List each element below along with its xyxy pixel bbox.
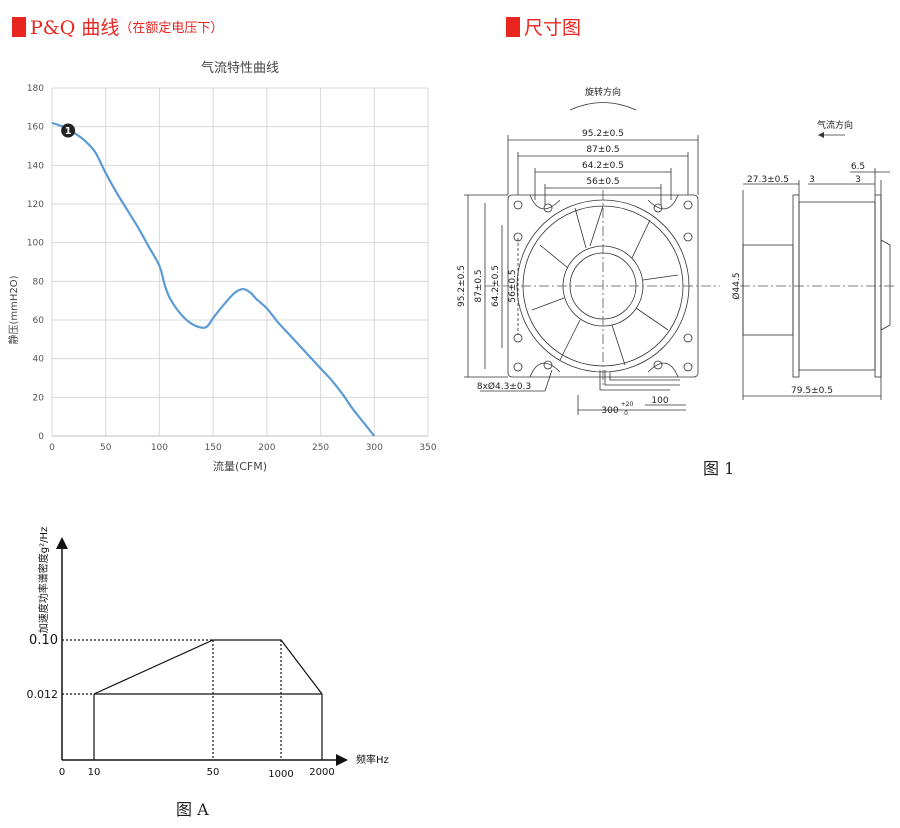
- dim-title: 尺寸图: [524, 17, 582, 39]
- side-dim-length: 79.5±0.5: [791, 386, 833, 396]
- operating-point-marker: 1: [61, 123, 76, 138]
- psd-y-label: 加速度功率谱密度g²/Hz: [37, 527, 50, 634]
- x-tick-label: 100: [151, 443, 168, 453]
- psd-xtick-10: 10: [88, 767, 101, 778]
- x-tick-label: 300: [366, 443, 383, 453]
- y-tick-label: 0: [38, 432, 44, 442]
- side-dim-3b: 3: [855, 175, 861, 185]
- strip-length: 100: [651, 396, 668, 406]
- psd-profile-line: [93, 639, 323, 695]
- side-view-hub: [742, 244, 794, 336]
- dim-95-2: 95.2±0.5: [582, 129, 624, 139]
- vdim-87: 87±0.5: [474, 269, 484, 302]
- side-dim-dia: Ø44.5: [731, 272, 742, 299]
- dim-87: 87±0.5: [586, 145, 619, 155]
- rotation-label: 旋转方向: [585, 86, 621, 98]
- y-tick-label: 40: [33, 355, 45, 365]
- psd-chart: 加速度功率谱密度g²/Hz 频率Hz 0.10 0.012 0 10 50 10…: [27, 527, 389, 780]
- x-tick-label: 50: [100, 443, 112, 453]
- airflow-label: 气流方向: [817, 119, 853, 131]
- pq-title: P&Q 曲线: [30, 17, 120, 39]
- lead-tol-low: 0: [624, 410, 628, 417]
- lead-length: 300: [601, 406, 618, 416]
- side-dim-6-5: 6.5: [851, 162, 865, 172]
- psd-xtick-1000: 1000: [268, 769, 293, 780]
- pq-chart: 气流特性曲线 0 50 100 150 200 250 300 350 0 20 40 60 80 100…: [7, 60, 437, 473]
- holes-dim: 8xØ4.3±0.3: [477, 381, 531, 392]
- psd-xtick-0: 0: [59, 767, 65, 778]
- psd-xtick-50: 50: [207, 767, 220, 778]
- y-axis-label: 静压(mmH2O): [7, 275, 20, 344]
- x-tick-label: 250: [312, 443, 329, 453]
- dimension-drawing: 旋转方向 气流方向 95.2±0.5 87±0.5 64.2±0.5 56±0.…: [457, 86, 895, 417]
- psd-ytick-0012: 0.012: [27, 688, 59, 701]
- vdim-95-2: 95.2±0.5: [457, 265, 467, 307]
- dim-64-2: 64.2±0.5: [582, 161, 624, 171]
- lead-tol: +20: [621, 401, 634, 408]
- y-tick-label: 180: [27, 84, 44, 94]
- y-tick-label: 100: [27, 239, 44, 249]
- x-axis-label: 流量(CFM): [213, 459, 267, 473]
- dim-section-header: 尺寸图: [506, 13, 581, 40]
- vdim-56: 56±0.5: [508, 269, 518, 302]
- side-dim-27-3: 27.3±0.5: [747, 175, 789, 185]
- y-tick-label: 140: [27, 161, 44, 171]
- y-tick-label: 20: [33, 393, 45, 403]
- y-tick-label: 80: [33, 277, 45, 287]
- psd-ytick-010: 0.10: [29, 633, 58, 648]
- vdim-64-2: 64.2±0.5: [491, 265, 501, 307]
- x-tick-label: 350: [419, 443, 436, 453]
- red-square-icon: [506, 16, 520, 37]
- pq-curve-line: [51, 121, 376, 437]
- psd-x-label: 频率Hz: [356, 753, 389, 766]
- y-tick-label: 60: [33, 316, 45, 326]
- figure-1-caption: 图 1: [703, 459, 735, 478]
- figure-a-caption: 图 A: [176, 800, 209, 819]
- red-square-icon: [12, 16, 26, 37]
- side-dim-3a: 3: [809, 175, 815, 185]
- pq-subtitle: （在额定电压下）: [119, 21, 224, 36]
- pq-section-header: P&Q 曲线 （在额定电压下）: [12, 13, 223, 40]
- x-tick-label: 0: [49, 443, 55, 453]
- x-tick-label: 150: [205, 443, 222, 453]
- marker-label: 1: [65, 126, 72, 137]
- chart-title: 气流特性曲线: [201, 60, 279, 76]
- y-tick-label: 160: [27, 123, 44, 133]
- y-tick-label: 120: [27, 200, 44, 210]
- psd-xtick-2000: 2000: [309, 767, 334, 778]
- dim-56: 56±0.5: [586, 177, 619, 187]
- x-tick-label: 200: [258, 443, 275, 453]
